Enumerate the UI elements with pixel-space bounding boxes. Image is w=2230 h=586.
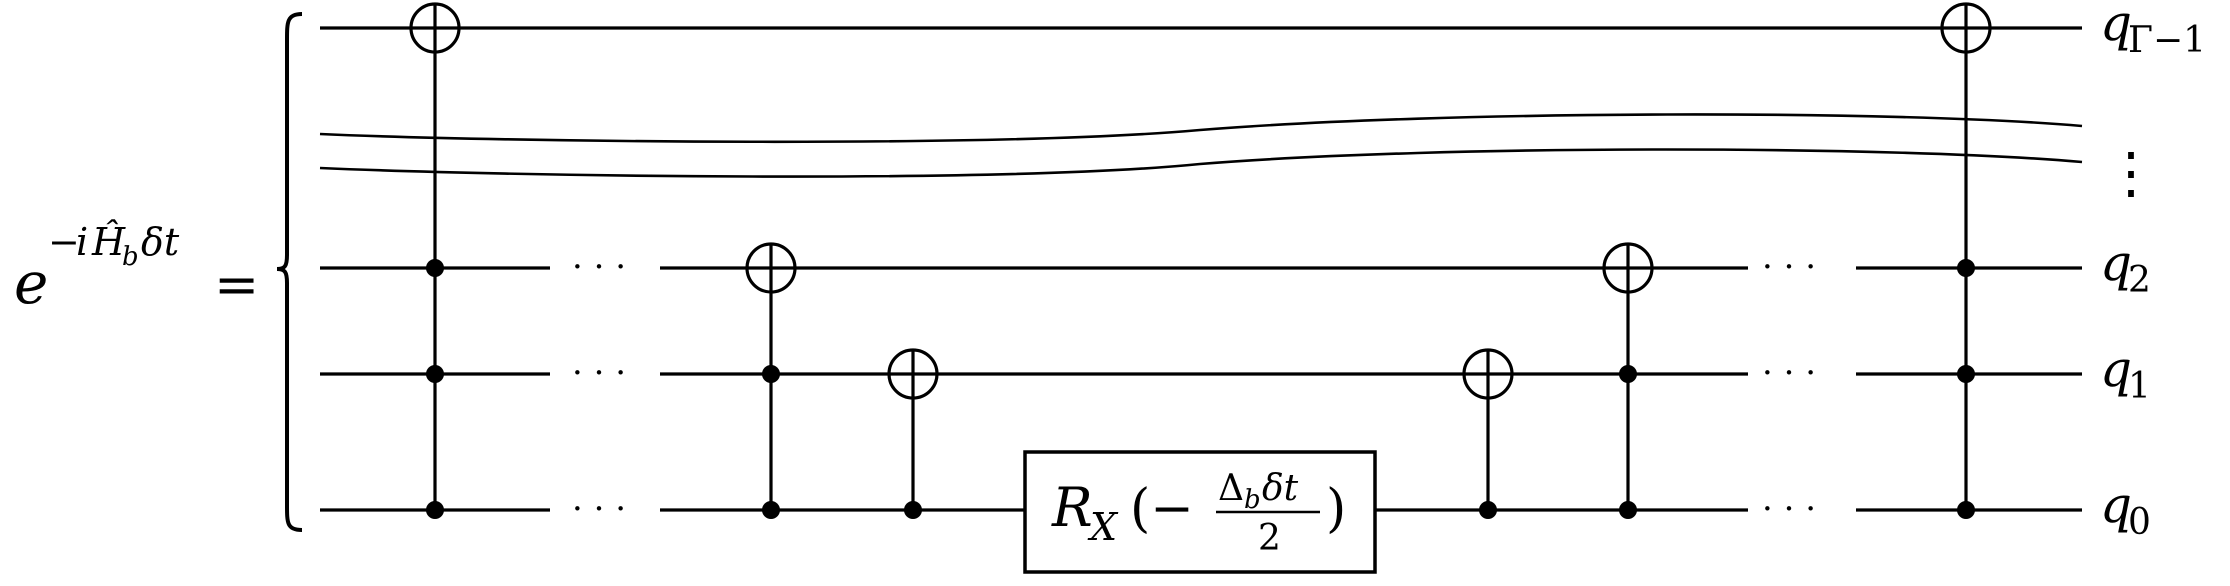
cnot-target-icon [887,348,939,400]
cnot-target-icon [1940,2,1992,54]
qubit-labels: q Γ−1 ⋮ q 2 q 1 q 0 [2100,0,2206,543]
ellipsis-right-q1: · · · [1762,353,1816,393]
gate-open-paren: (− [1130,479,1194,539]
equals-sign: = [214,253,259,316]
ellipsis-right-q0: · · · [1762,489,1816,529]
lhs-base: e [14,249,48,317]
lhs-exponent-h: Ĥ [91,220,126,264]
cnot-target-icon [1602,242,1654,294]
cnot-targets [409,2,1992,400]
control-dot [904,501,922,519]
gate-r: R [1051,476,1093,539]
left-curly-brace [276,12,303,532]
qubit-label-0-letter: q [2100,476,2132,534]
control-dot [762,365,780,383]
control-dot [1957,365,1975,383]
gate-denominator: 2 [1258,518,1281,559]
lhs-equation: e − i Ĥ b δt = [14,220,259,317]
qubit-label-gamma-1-sub: Γ−1 [2128,20,2206,61]
lhs-exponent-rest: δt [141,220,180,264]
ellipsis-left-q0: · · · [572,489,626,529]
control-dot [1957,501,1975,519]
cnot-target-icon [1462,348,1514,400]
lhs-exponent-sign: − [48,220,80,264]
qubit-label-0-sub: 0 [2128,502,2151,543]
rx-rotation-gate: R X (− Δ b δt 2 ) [1023,450,1377,574]
control-dot [426,365,444,383]
control-dots [426,259,1975,519]
control-lines [433,50,1968,510]
lhs-exponent-sub: b [122,242,139,272]
control-dot [1619,501,1637,519]
control-dot [426,501,444,519]
qubit-label-1-sub: 1 [2128,366,2151,407]
ellipsis-left-q1: · · · [572,353,626,393]
control-dot [762,501,780,519]
gate-numerator-delta: Δ [1218,468,1244,509]
control-dot [1957,259,1975,277]
qubit-label-2-letter: q [2100,234,2132,292]
qubit-label-gamma-1-letter: q [2100,0,2132,52]
gate-numerator-rest: δt [1262,468,1299,509]
control-dot [1479,501,1497,519]
qubit-label-2-sub: 2 [2128,260,2151,301]
ellipses: · · · · · · · · · · · · · · · · · · [572,247,1816,529]
control-dot [1619,365,1637,383]
gate-close-paren: ) [1326,479,1346,539]
gate-r-sub: X [1087,505,1119,549]
control-dot [426,259,444,277]
cnot-target-icon [745,242,797,294]
gate-numerator-sub: b [1244,485,1261,515]
ellipsis-left-q2: · · · [572,247,626,287]
ellipsis-right-q2: · · · [1762,247,1816,287]
vertical-dots: ⋮ [2103,141,2159,206]
omitted-qubits-break [319,113,2083,178]
cnot-target-icon [409,2,461,54]
lhs-exponent-i: i [76,220,88,264]
qubit-label-1-letter: q [2100,340,2132,398]
